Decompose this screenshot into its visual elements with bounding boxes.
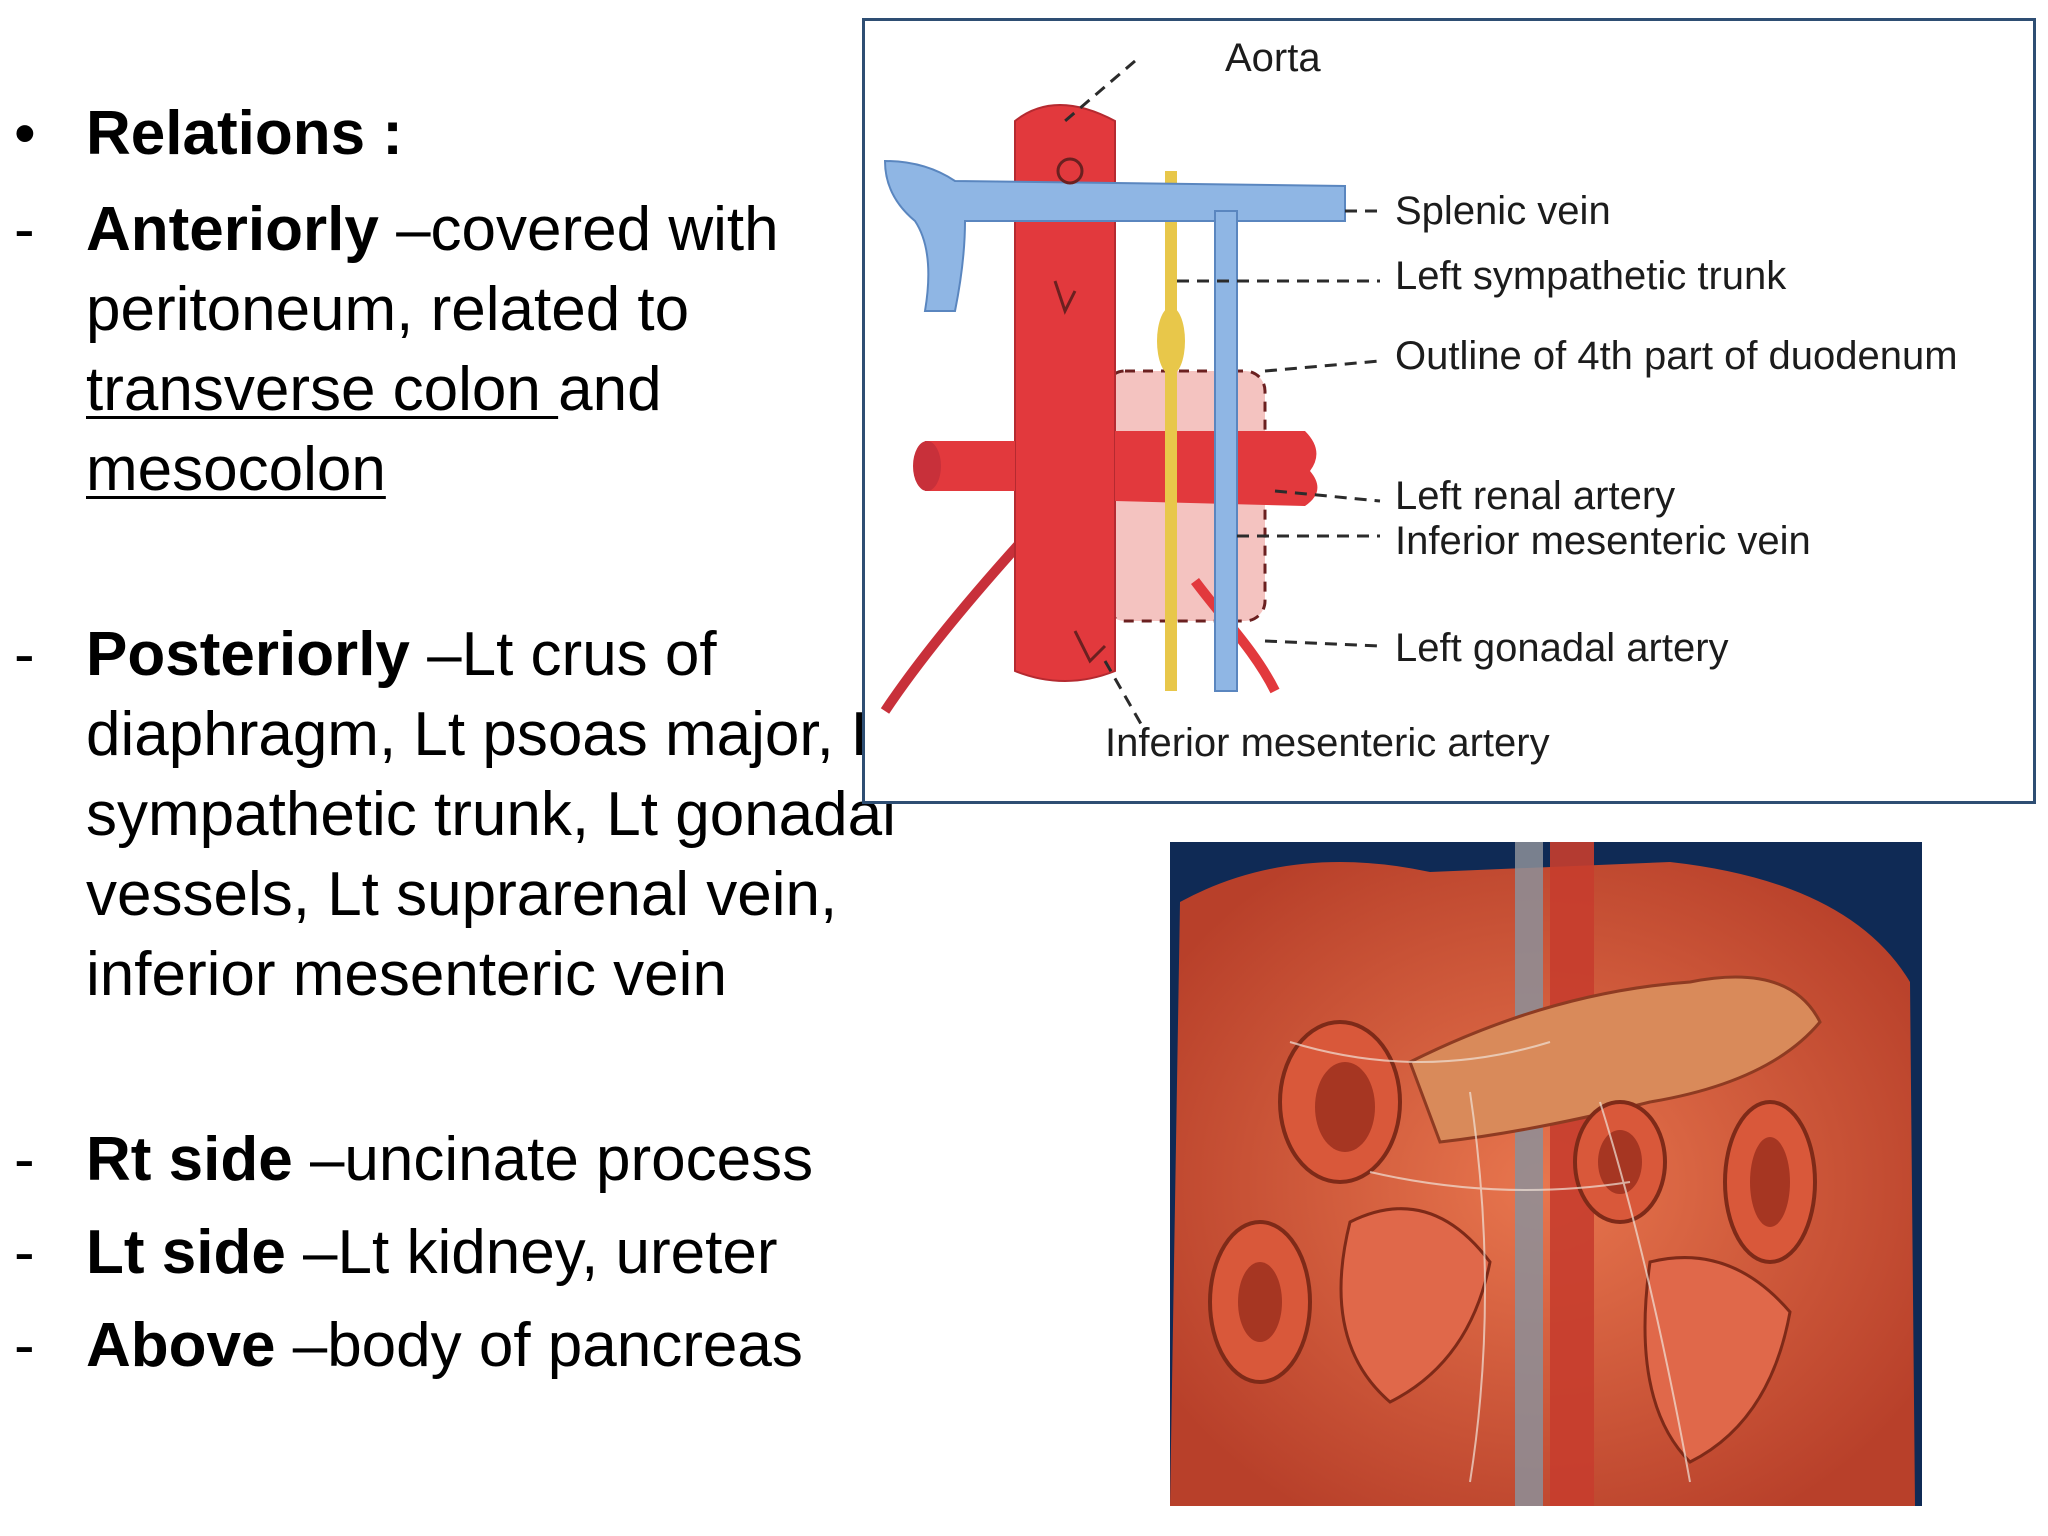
lt-side-text: –Lt kidney, ureter	[285, 1218, 778, 1287]
sympathetic-trunk-shape	[1165, 171, 1177, 691]
anatomy-diagram: Aorta Splenic vein Left sympathetic trun…	[862, 18, 2036, 804]
gonadal-artery	[1191, 577, 1280, 694]
label-inferior-mesenteric-artery: Inferior mesenteric artery	[1105, 721, 1550, 765]
label-splenic-vein: Splenic vein	[1395, 189, 1611, 233]
right-renal-artery-shape	[925, 441, 1015, 491]
dash-marker: -	[14, 1311, 35, 1380]
posteriorly-line4: vessels, Lt suprarenal vein,	[86, 860, 838, 929]
posteriorly-text: –Lt crus of	[409, 620, 717, 689]
dash-marker: -	[14, 1125, 35, 1194]
label-left-sympathetic-trunk: Left sympathetic trunk	[1395, 254, 1787, 298]
inferior-mesenteric-vein-shape	[1214, 210, 1238, 692]
mesocolon-link: mesocolon	[86, 435, 386, 504]
label-inferior-mesenteric-vein: Inferior mesenteric vein	[1395, 519, 1811, 563]
anteriorly-text: –covered with	[378, 195, 779, 264]
label-left-renal-artery: Left renal artery	[1395, 474, 1675, 518]
label-aorta: Aorta	[1225, 36, 1321, 80]
dissection-illustration	[1170, 842, 1922, 1506]
relations-heading: Relations :	[86, 99, 403, 168]
diagram-svg: Aorta Splenic vein Left sympathetic trun…	[880, 36, 1958, 765]
posteriorly-line5: inferior mesenteric vein	[86, 940, 727, 1009]
dash-marker: -	[14, 1218, 35, 1287]
splenic-vein-shape	[883, 159, 1346, 312]
rt-side-term: Rt side	[86, 1125, 293, 1194]
dissection-photo	[1170, 842, 1922, 1506]
anteriorly-line2: peritoneum, related to	[86, 275, 690, 344]
label-outline-duodenum: Outline of 4th part of duodenum	[1395, 334, 1958, 378]
aorta-shape	[1014, 104, 1116, 682]
anteriorly-term: Anteriorly	[86, 195, 379, 264]
label-left-gonadal-artery: Left gonadal artery	[1395, 626, 1729, 670]
anteriorly-line3: and	[558, 355, 662, 424]
dash-marker: -	[14, 620, 35, 689]
transverse-colon-link: transverse colon	[86, 355, 559, 424]
posteriorly-term: Posteriorly	[86, 620, 410, 689]
relations-text: • Relations : - Anteriorly –covered with…	[0, 0, 903, 1536]
above-text: –body of pancreas	[275, 1311, 803, 1380]
above-term: Above	[86, 1311, 276, 1380]
lt-side-term: Lt side	[86, 1218, 286, 1287]
bullet-marker: •	[14, 99, 36, 168]
posteriorly-line3: sympathetic trunk, Lt gonadal	[86, 780, 896, 849]
dash-marker: -	[14, 195, 35, 264]
rt-side-text: –uncinate process	[292, 1125, 814, 1194]
posteriorly-line2: diaphragm, Lt psoas major, Lt	[86, 700, 903, 769]
